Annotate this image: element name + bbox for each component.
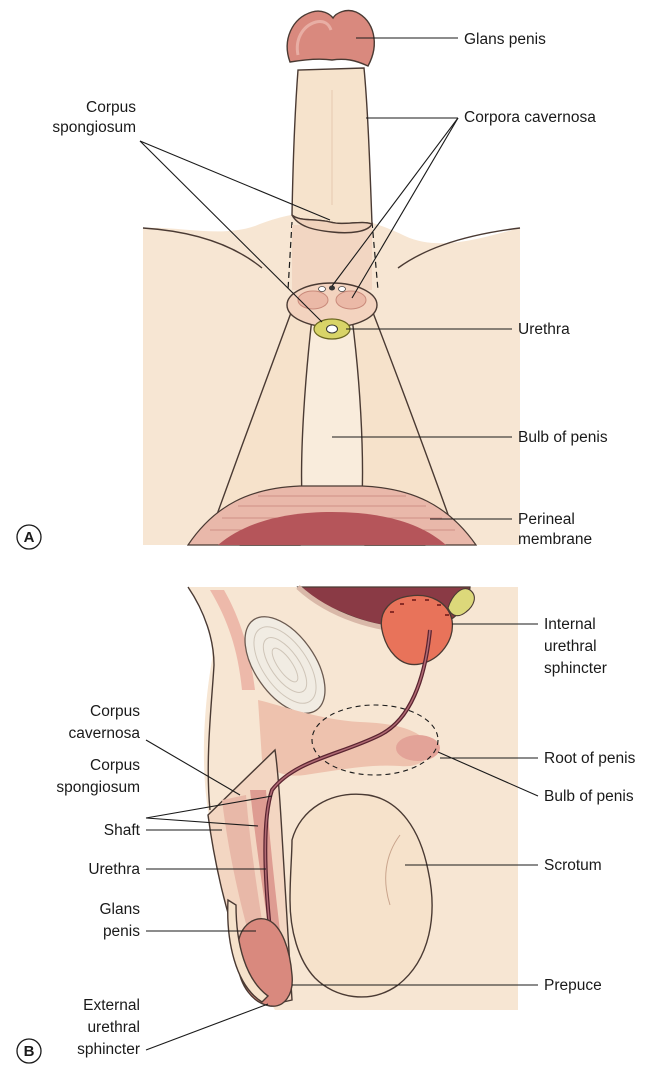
label-bulb-of-penis-a: Bulb of penis — [518, 429, 608, 446]
cross-section-cavernosum-left — [298, 291, 328, 309]
label-corpus-cavernosa-b-line2: cavernosa — [68, 725, 140, 742]
panel-letter-b: B — [24, 1043, 35, 1060]
label-corpus-spongiosum-a-line2: spongiosum — [52, 119, 136, 136]
panel-b: Internal urethral sphincter Corpus caver… — [17, 587, 636, 1063]
label-internal-sphincter-line1: Internal — [544, 616, 596, 633]
leader-external-sphincter — [146, 1004, 268, 1050]
label-external-sphincter-line2: urethral — [87, 1019, 140, 1036]
label-root-of-penis: Root of penis — [544, 750, 636, 767]
label-urethra-b: Urethra — [88, 861, 140, 878]
label-corpora-cavernosa: Corpora cavernosa — [464, 109, 596, 126]
urethra-lumen — [327, 325, 338, 333]
label-external-sphincter-line1: External — [83, 997, 140, 1014]
label-corpus-spongiosum-a-line1: Corpus — [86, 99, 136, 116]
label-perineal-membrane-line2: membrane — [518, 531, 592, 548]
dorsal-vessel-1 — [319, 287, 326, 292]
label-glans-penis-a: Glans penis — [464, 31, 546, 48]
cross-section-cavernosum-right — [336, 291, 366, 309]
dorsal-vessel-3 — [339, 287, 346, 292]
panel-letter-a: A — [24, 529, 35, 546]
label-scrotum: Scrotum — [544, 857, 602, 874]
bulb-of-penis-b-shape — [396, 735, 440, 761]
scrotum-shape — [290, 794, 432, 997]
label-glans-penis-b-line1: Glans — [100, 901, 141, 918]
cut-shaft-area — [292, 225, 372, 290]
dorsal-vessel-2 — [329, 286, 335, 291]
panel-a: Glans penis Corpus spongiosum Corpora ca… — [17, 11, 608, 549]
label-internal-sphincter-line2: urethral — [544, 638, 597, 655]
label-glans-penis-b-line2: penis — [103, 923, 140, 940]
label-corpus-spongiosum-b-line2: spongiosum — [56, 779, 140, 796]
label-internal-sphincter-line3: sphincter — [544, 660, 607, 677]
label-shaft: Shaft — [104, 822, 141, 839]
label-urethra-a: Urethra — [518, 321, 570, 338]
label-bulb-of-penis-b: Bulb of penis — [544, 788, 634, 805]
label-corpus-spongiosum-b-line1: Corpus — [90, 757, 140, 774]
label-corpus-cavernosa-b-line1: Corpus — [90, 703, 140, 720]
label-perineal-membrane-line1: Perineal — [518, 511, 575, 528]
label-external-sphincter-line3: sphincter — [77, 1041, 140, 1058]
label-prepuce: Prepuce — [544, 977, 602, 994]
